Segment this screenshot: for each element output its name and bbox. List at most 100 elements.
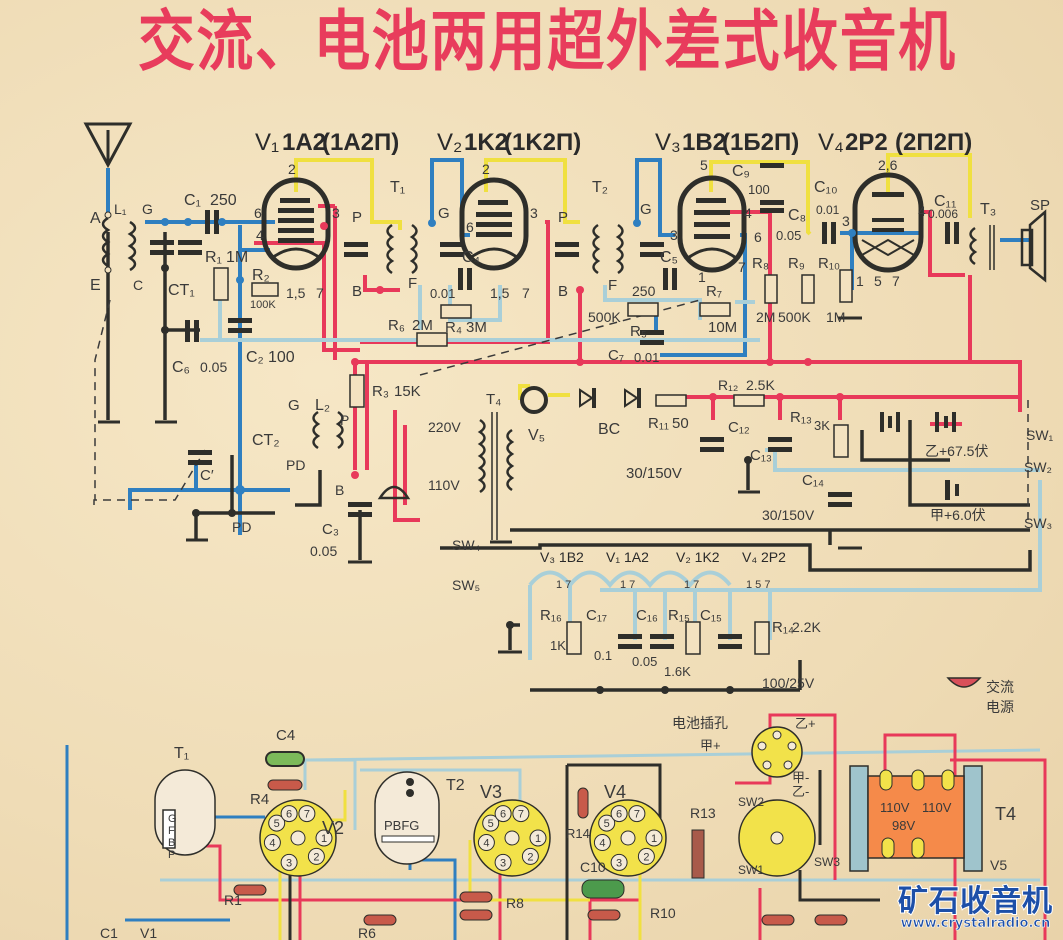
layout-label-r10: R10	[650, 905, 676, 921]
svg-text:6: 6	[466, 219, 474, 235]
layout-label-v2: V2	[322, 818, 344, 838]
svg-text:R₁₂: R₁₂	[718, 377, 738, 393]
svg-text:1: 1	[698, 269, 706, 285]
svg-text:C₆: C₆	[172, 359, 190, 376]
layout-label-t2: T2	[446, 777, 465, 794]
svg-text:F: F	[408, 275, 417, 292]
svg-text:PD: PD	[232, 519, 251, 535]
ac-power-label-1: 交流	[986, 679, 1014, 695]
tube-v2-label: V₂	[437, 129, 462, 156]
svg-text:R₂: R₂	[252, 267, 270, 284]
svg-text:C₁₀: C₁₀	[814, 179, 838, 196]
layout-label-t4: T4	[995, 804, 1016, 824]
svg-text:C₁: C₁	[184, 192, 201, 209]
svg-text:4: 4	[744, 205, 752, 221]
socket-pin-number: 1	[651, 833, 657, 845]
layout-components	[233, 751, 848, 926]
svg-text:3K: 3K	[814, 418, 830, 433]
socket-pin-number: 7	[634, 809, 640, 821]
svg-text:2,6: 2,6	[878, 157, 898, 173]
svg-text:100: 100	[748, 182, 770, 197]
svg-text:3: 3	[842, 213, 850, 229]
svg-text:500K: 500K	[588, 309, 621, 325]
core-lines	[491, 225, 995, 540]
svg-text:3: 3	[670, 227, 678, 243]
socket-pin	[529, 829, 547, 847]
svg-text:1 7: 1 7	[620, 579, 635, 591]
svg-text:V₁ 1A2: V₁ 1A2	[606, 549, 649, 565]
tube-v4	[852, 172, 924, 273]
svg-text:0.006: 0.006	[928, 207, 958, 221]
layout-r14-body	[577, 787, 589, 819]
layout-label-c10: C10	[580, 859, 606, 875]
svg-text:P: P	[340, 412, 349, 428]
svg-text:V₂ 1K2: V₂ 1K2	[676, 549, 720, 565]
socket-pin	[512, 805, 530, 823]
transformer-coils	[312, 223, 978, 494]
svg-text:R₄: R₄	[445, 319, 462, 336]
svg-text:T₂: T₂	[592, 179, 608, 196]
socket-pin	[263, 834, 281, 852]
layout-r1-body	[233, 884, 267, 896]
layout-sw2: SW2	[738, 795, 764, 809]
svg-text:R₁₃: R₁₃	[790, 409, 812, 426]
tube-v2	[459, 177, 529, 271]
svg-text:7: 7	[892, 273, 900, 289]
svg-text:4: 4	[256, 227, 264, 243]
junction-dots	[161, 218, 856, 694]
svg-text:B: B	[335, 482, 344, 498]
svg-text:R₅: R₅	[630, 323, 647, 340]
svg-text:CT₁: CT₁	[168, 282, 195, 299]
svg-text:V₅: V₅	[528, 427, 545, 444]
t1-pin-b: B	[168, 837, 175, 849]
layout-c4-body	[265, 751, 305, 767]
tube-v4-alt: (2П2П)	[895, 129, 972, 156]
svg-text:1 7: 1 7	[556, 579, 571, 591]
tube-v3-label: V₃	[655, 129, 681, 156]
layout-label-v3: V3	[480, 782, 502, 802]
svg-text:C₁₆: C₁₆	[636, 607, 658, 624]
tube-v3-alt: (1Б2П)	[722, 129, 799, 156]
t1-can	[154, 769, 216, 856]
svg-text:T₄: T₄	[486, 391, 501, 408]
svg-text:R₁₅: R₁₅	[668, 607, 690, 624]
svg-text:30/150V: 30/150V	[762, 507, 815, 523]
svg-text:SW₅: SW₅	[452, 577, 480, 593]
layout-label-v4: V4	[604, 782, 626, 802]
socket-pin	[482, 814, 500, 832]
layout-label-v1: V1	[140, 925, 157, 940]
socket-pin-number: 2	[527, 851, 533, 863]
t4-tap-1: 110V	[880, 800, 910, 815]
socket-pin-number: 4	[269, 838, 275, 850]
socket-pin-number: 6	[286, 809, 292, 821]
svg-text:0.05: 0.05	[776, 228, 801, 243]
svg-text:5: 5	[700, 157, 708, 173]
svg-text:3: 3	[332, 205, 340, 221]
svg-text:1 5 7: 1 5 7	[746, 579, 770, 591]
filament-chain: V₃ 1B2 V₁ 1A2 V₂ 1K2 V₄ 2P2 1 7 1 7 1 7 …	[540, 549, 821, 691]
svg-text:C₉: C₉	[732, 163, 750, 180]
svg-text:4: 4	[918, 203, 926, 219]
jack-b-plus: 乙+	[795, 716, 816, 731]
svg-text:SW₃: SW₃	[1024, 515, 1052, 531]
label-G: G	[142, 201, 153, 217]
svg-text:G: G	[438, 205, 450, 222]
socket-pin	[521, 847, 539, 865]
svg-text:V₄ 2P2: V₄ 2P2	[742, 549, 786, 565]
socket-pin-number: 3	[500, 857, 506, 869]
battery-jack	[751, 726, 803, 778]
layout-r6-body	[363, 914, 397, 926]
svg-text:R₁₀: R₁₀	[818, 255, 840, 272]
svg-text:100/25V: 100/25V	[762, 675, 815, 691]
watermark-name: 矿石收音机	[897, 883, 1053, 920]
layout-label-c4: C4	[276, 727, 295, 744]
svg-text:B: B	[558, 283, 568, 300]
svg-text:1 7: 1 7	[684, 579, 699, 591]
svg-text:10M: 10M	[708, 319, 737, 336]
socket-pin	[477, 834, 495, 852]
svg-text:15K: 15K	[394, 383, 421, 400]
socket-pin-number: 5	[604, 818, 610, 830]
svg-text:C₁₁: C₁₁	[934, 193, 956, 210]
